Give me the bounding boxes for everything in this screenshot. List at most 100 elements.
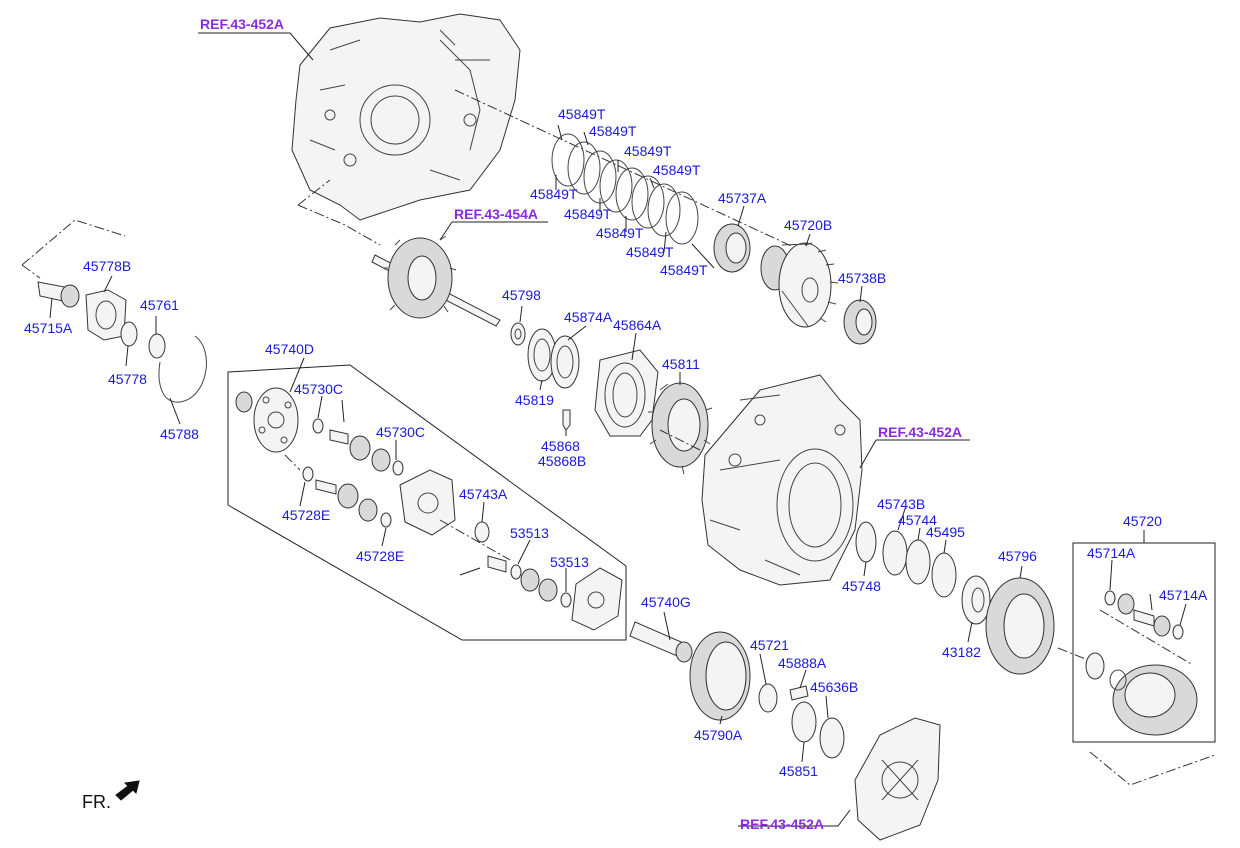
pin-rod-upper bbox=[341, 399, 345, 423]
part-label-45728e-1[interactable]: 45728E bbox=[282, 507, 331, 523]
transaxle-case-top bbox=[291, 13, 521, 221]
plate-45778b bbox=[85, 289, 127, 341]
part-label-45811[interactable]: 45811 bbox=[662, 356, 700, 372]
part-label-45738b[interactable]: 45738B bbox=[838, 270, 887, 286]
pin-rod-lower bbox=[459, 567, 481, 576]
pin-45728e bbox=[315, 479, 337, 495]
part-label-45714a-2[interactable]: 45714A bbox=[1159, 587, 1208, 603]
part-label-45851[interactable]: 45851 bbox=[779, 763, 818, 779]
clip-45888a bbox=[789, 685, 809, 701]
washer-45714a-b bbox=[1172, 624, 1184, 640]
part-label-45849t-8[interactable]: 45849T bbox=[626, 244, 674, 260]
o-ring-stack bbox=[551, 133, 699, 245]
part-label-45778b[interactable]: 45778B bbox=[83, 258, 132, 274]
part-label-45849t-7[interactable]: 45849T bbox=[596, 225, 644, 241]
washer-45728e-a bbox=[302, 466, 314, 482]
part-label-45761[interactable]: 45761 bbox=[140, 297, 179, 313]
part-label-45743b[interactable]: 45743B bbox=[877, 496, 926, 512]
drum-45796 bbox=[985, 577, 1055, 675]
shaft-45715a bbox=[37, 281, 80, 308]
transaxle-case-main bbox=[701, 374, 863, 586]
part-label-45720[interactable]: 45720 bbox=[1123, 513, 1162, 529]
part-label-45864a[interactable]: 45864A bbox=[613, 317, 662, 333]
part-label-45748[interactable]: 45748 bbox=[842, 578, 881, 594]
part-label-45730c-1[interactable]: 45730C bbox=[294, 381, 344, 397]
part-label-45849t-5[interactable]: 45849T bbox=[530, 186, 578, 202]
diff-pinion-b bbox=[1153, 615, 1171, 637]
part-label-43182[interactable]: 43182 bbox=[942, 644, 981, 660]
ref-label-bottom[interactable]: REF.43-452A bbox=[740, 816, 825, 832]
part-label-45849t-4[interactable]: 45849T bbox=[653, 162, 701, 178]
diff-pin bbox=[1133, 609, 1155, 627]
part-label-45798[interactable]: 45798 bbox=[502, 287, 541, 303]
carrier-plate-45740d bbox=[253, 387, 299, 453]
part-label-45849t-9[interactable]: 45849T bbox=[660, 262, 708, 278]
part-label-45720b[interactable]: 45720B bbox=[784, 217, 833, 233]
part-label-45796[interactable]: 45796 bbox=[998, 548, 1037, 564]
differential-assembly-frame bbox=[1072, 542, 1216, 743]
ring-45636b bbox=[819, 717, 845, 759]
part-label-45744[interactable]: 45744 bbox=[898, 512, 937, 528]
part-label-45636b[interactable]: 45636B bbox=[810, 679, 859, 695]
part-label-45743a[interactable]: 45743A bbox=[459, 486, 508, 502]
front-direction-label: FR. bbox=[82, 792, 111, 812]
gear-45720b bbox=[760, 242, 839, 328]
bolt-45868 bbox=[562, 409, 571, 431]
bearing-45740d bbox=[235, 391, 253, 413]
retainer-45864a bbox=[594, 349, 659, 437]
ring-45721 bbox=[758, 683, 778, 713]
ring-45495 bbox=[931, 552, 957, 598]
pinion-53513 bbox=[520, 568, 540, 592]
part-label-45740d[interactable]: 45740D bbox=[265, 341, 315, 357]
diff-pinion-a bbox=[1117, 593, 1135, 615]
snap-ring-45788 bbox=[158, 335, 207, 403]
ref-label-mid[interactable]: REF.43-454A bbox=[454, 206, 539, 222]
ring-45744 bbox=[905, 539, 931, 585]
ring-45851 bbox=[791, 701, 817, 743]
washer-45778 bbox=[120, 321, 138, 347]
part-label-45740g[interactable]: 45740G bbox=[641, 594, 691, 610]
part-label-53513-2[interactable]: 53513 bbox=[550, 554, 589, 570]
part-label-45730c-2[interactable]: 45730C bbox=[376, 424, 426, 440]
pinion-upper bbox=[349, 435, 371, 461]
washer-45730c-a bbox=[312, 418, 324, 434]
part-label-45819[interactable]: 45819 bbox=[515, 392, 554, 408]
part-label-45778[interactable]: 45778 bbox=[108, 371, 147, 387]
plate-43182 bbox=[961, 575, 991, 625]
rear-cover bbox=[854, 717, 941, 841]
part-label-53513-1[interactable]: 53513 bbox=[510, 525, 549, 541]
ref-label-right[interactable]: REF.43-452A bbox=[878, 424, 963, 440]
input-shaft bbox=[371, 235, 501, 327]
ref-label-top[interactable]: REF.43-452A bbox=[200, 16, 285, 32]
part-label-45849t-3[interactable]: 45849T bbox=[624, 143, 672, 159]
part-label-45737a[interactable]: 45737A bbox=[718, 190, 767, 206]
part-label-45714a-1[interactable]: 45714A bbox=[1087, 545, 1136, 561]
leader-lines bbox=[49, 32, 1187, 827]
part-label-45874a[interactable]: 45874A bbox=[564, 309, 613, 325]
part-label-45495[interactable]: 45495 bbox=[926, 524, 965, 540]
ring-gear-45790a bbox=[689, 631, 751, 721]
pin-45730c bbox=[329, 429, 349, 445]
carrier-assembly-frame bbox=[227, 364, 627, 641]
pin-53513 bbox=[487, 555, 507, 573]
needle-bearing-53513 bbox=[538, 578, 558, 602]
part-label-45721[interactable]: 45721 bbox=[750, 637, 789, 653]
bearing-45738b bbox=[843, 299, 877, 345]
part-label-45788[interactable]: 45788 bbox=[160, 426, 199, 442]
part-label-45849t-2[interactable]: 45849T bbox=[589, 123, 637, 139]
bearing-45737a bbox=[713, 223, 751, 273]
part-label-45868[interactable]: 45868 bbox=[541, 438, 580, 454]
carrier-plate-end bbox=[571, 567, 623, 631]
part-label-45849t-1[interactable]: 45849T bbox=[558, 106, 606, 122]
ring-45748 bbox=[855, 521, 877, 563]
part-label-45868b[interactable]: 45868B bbox=[538, 453, 587, 469]
part-label-45790a[interactable]: 45790A bbox=[694, 727, 743, 743]
part-label-45888a[interactable]: 45888A bbox=[778, 655, 827, 671]
part-label-45849t-6[interactable]: 45849T bbox=[564, 206, 612, 222]
part-label-45728e-2[interactable]: 45728E bbox=[356, 548, 405, 564]
carrier-45743a bbox=[399, 469, 456, 536]
part-label-45715a[interactable]: 45715A bbox=[24, 320, 73, 336]
washer-45714a-a bbox=[1104, 590, 1116, 606]
gear-45811 bbox=[648, 382, 713, 475]
